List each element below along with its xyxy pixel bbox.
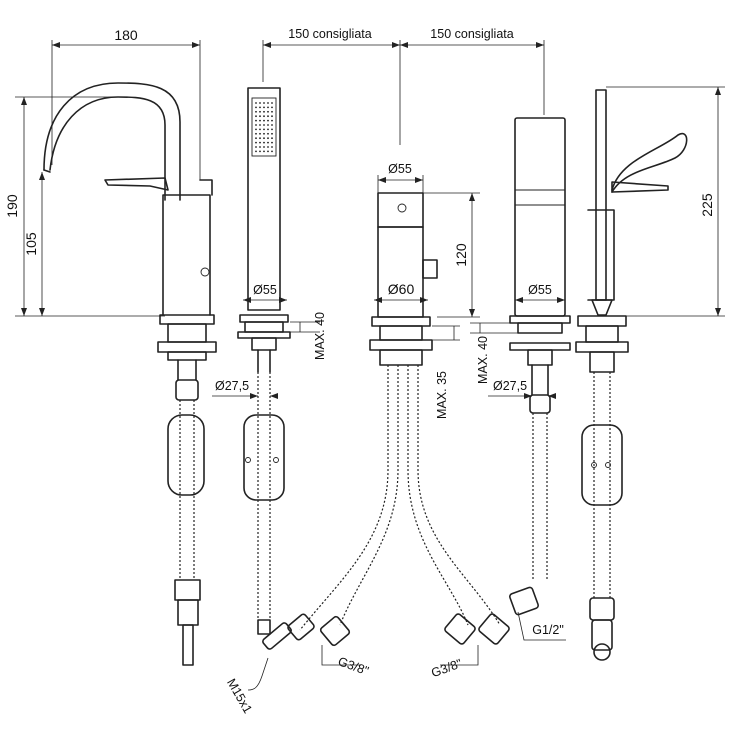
nozzle-dot [271,137,273,140]
nozzle-dot [263,132,265,135]
nozzle-dot [263,141,265,144]
nozzle-dot [259,115,261,118]
spacing-dimensions: 150 consigliata 150 consigliata [262,27,545,145]
nozzle-dot [271,119,273,122]
nozzle-dot [267,128,269,131]
nozzle-dot [259,141,261,144]
nozzle-dot [271,150,273,153]
nozzle-dot [263,106,265,109]
nozzle-dot [255,119,257,122]
nozzle-dot [263,115,265,118]
nozzle-dot [267,119,269,122]
dim-diverter-max-deck: MAX. 40 [476,336,490,384]
nozzle-dot [255,150,257,153]
hand-shower-assembly [237,87,291,635]
mixer-dimensions: Ø55 120 Ø60 MAX. 35 G3/8" G3/8" [321,162,480,680]
nozzle-dot [267,132,269,135]
thread-g38-right: G3/8" [429,656,463,680]
right-mixer-dimensions: 225 [606,86,725,317]
nozzle-dot [267,137,269,140]
nozzle-dot [259,102,261,104]
nozzle-dot [267,106,269,109]
nozzle-dot [271,102,273,104]
nozzle-dot [259,150,261,153]
dim-spout-height-total: 190 [4,194,20,218]
nozzle-dot [259,132,261,135]
nozzle-dot [271,146,273,148]
nozzle-dot [259,106,261,109]
dim-spacing-left: 150 consigliata [288,27,371,41]
dim-spout-height-outlet: 105 [23,232,39,256]
nozzle-dot [271,132,273,135]
nozzle-dot [267,110,269,113]
nozzle-dot [263,124,265,126]
nozzle-dot [263,150,265,153]
dim-right-height: 225 [699,193,715,217]
diverter-assembly [509,117,571,616]
nozzle-dot [271,106,273,109]
dim-mixer-height: 120 [453,243,469,267]
dim-diverter-hole: Ø27,5 [493,379,527,393]
nozzle-dot [259,110,261,113]
nozzle-dot [271,115,273,118]
nozzle-dot [255,110,257,113]
dim-mixer-top-diameter: Ø55 [388,162,412,176]
nozzle-dot [267,150,269,153]
dim-spout-reach: 180 [114,27,138,43]
nozzle-dot [255,137,257,140]
nozzle-dot [267,102,269,104]
thread-g12: G1/2" [532,623,564,637]
spout-assembly [43,82,217,666]
dim-diverter-diameter: Ø55 [528,283,552,297]
nozzle-dot [255,102,257,104]
nozzle-dot [263,146,265,148]
nozzle-dot [267,115,269,118]
nozzle-dot [271,141,273,144]
nozzle-dot [259,146,261,148]
dim-spacing-right: 150 consigliata [430,27,513,41]
thread-m15: M15x1 [224,676,255,716]
nozzle-dot [271,110,273,113]
nozzle-dot [255,128,257,131]
mixer-assembly [262,192,510,650]
nozzle-dot [259,119,261,122]
nozzle-dot [259,124,261,126]
nozzle-dot [263,119,265,122]
dim-shower-hole: Ø27,5 [215,379,249,393]
diverter-dimensions: Ø55 MAX. 40 Ø27,5 G1/2" [470,283,566,641]
nozzle-dot [263,137,265,140]
right-mixer-assembly [575,89,688,661]
nozzle-dot [263,102,265,104]
nozzle-dot [255,124,257,126]
nozzle-dot [259,137,261,140]
spout-dimensions: 180 190 105 [4,27,201,317]
dim-mixer-base-diameter: Ø60 [388,281,415,297]
nozzle-dot [255,146,257,148]
nozzle-dot [263,110,265,113]
nozzle-dot [267,146,269,148]
nozzle-dot [259,128,261,131]
nozzle-dot [271,124,273,126]
nozzle-dot [267,124,269,126]
nozzle-dot [255,115,257,118]
thread-g38-left: G3/8" [336,654,370,678]
nozzle-dot [255,106,257,109]
nozzle-dot [271,128,273,131]
nozzle-dot [255,132,257,135]
nozzle-dot [255,141,257,144]
dim-shower-max-deck: MAX. 40 [313,312,327,360]
dim-shower-diameter: Ø55 [253,283,277,297]
dim-mixer-max-deck: MAX. 35 [435,371,449,419]
shower-head-nozzles [255,102,273,153]
nozzle-dot [267,141,269,144]
nozzle-dot [263,128,265,131]
